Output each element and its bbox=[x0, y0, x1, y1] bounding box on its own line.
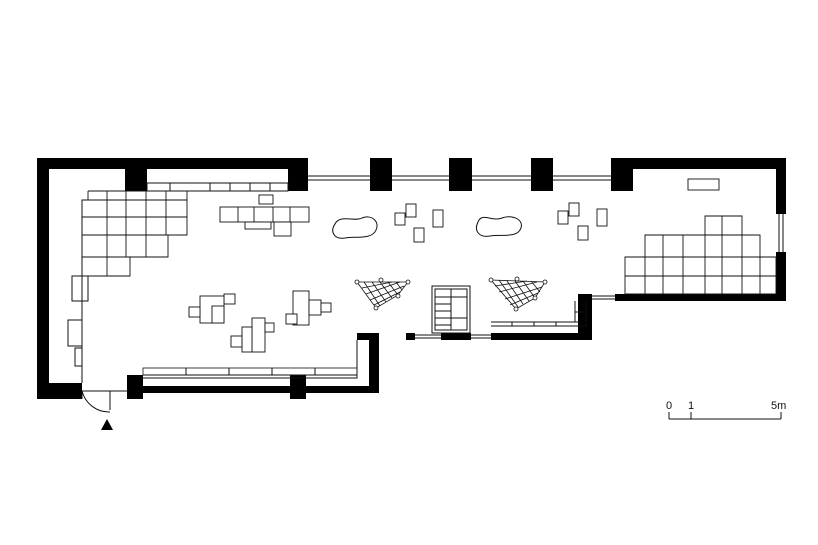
desk-cluster-c bbox=[230, 317, 275, 353]
stools-center bbox=[394, 203, 444, 243]
desk-cluster-b bbox=[285, 290, 332, 326]
right-seating-steps bbox=[624, 178, 777, 295]
bean-table-left bbox=[332, 216, 378, 239]
stair-icon bbox=[431, 285, 471, 334]
bean-table-right bbox=[476, 216, 522, 237]
desk-cluster-a bbox=[188, 293, 236, 324]
scale-label-5m: 5m bbox=[771, 400, 786, 412]
walls bbox=[37, 158, 786, 399]
windows bbox=[308, 175, 784, 339]
scale-label-0: 0 bbox=[666, 400, 672, 412]
hammock-net-right bbox=[488, 276, 548, 312]
hammock-net-left bbox=[354, 277, 411, 311]
stools-right bbox=[557, 202, 608, 241]
desk-cluster-top bbox=[219, 194, 310, 237]
entrance-arrow-icon bbox=[101, 419, 113, 430]
left-seating-steps bbox=[81, 190, 188, 277]
entrance-door bbox=[81, 390, 127, 413]
scale-bar bbox=[668, 412, 782, 420]
scale-label-1: 1 bbox=[688, 400, 694, 412]
wall-shelving bbox=[67, 182, 586, 383]
